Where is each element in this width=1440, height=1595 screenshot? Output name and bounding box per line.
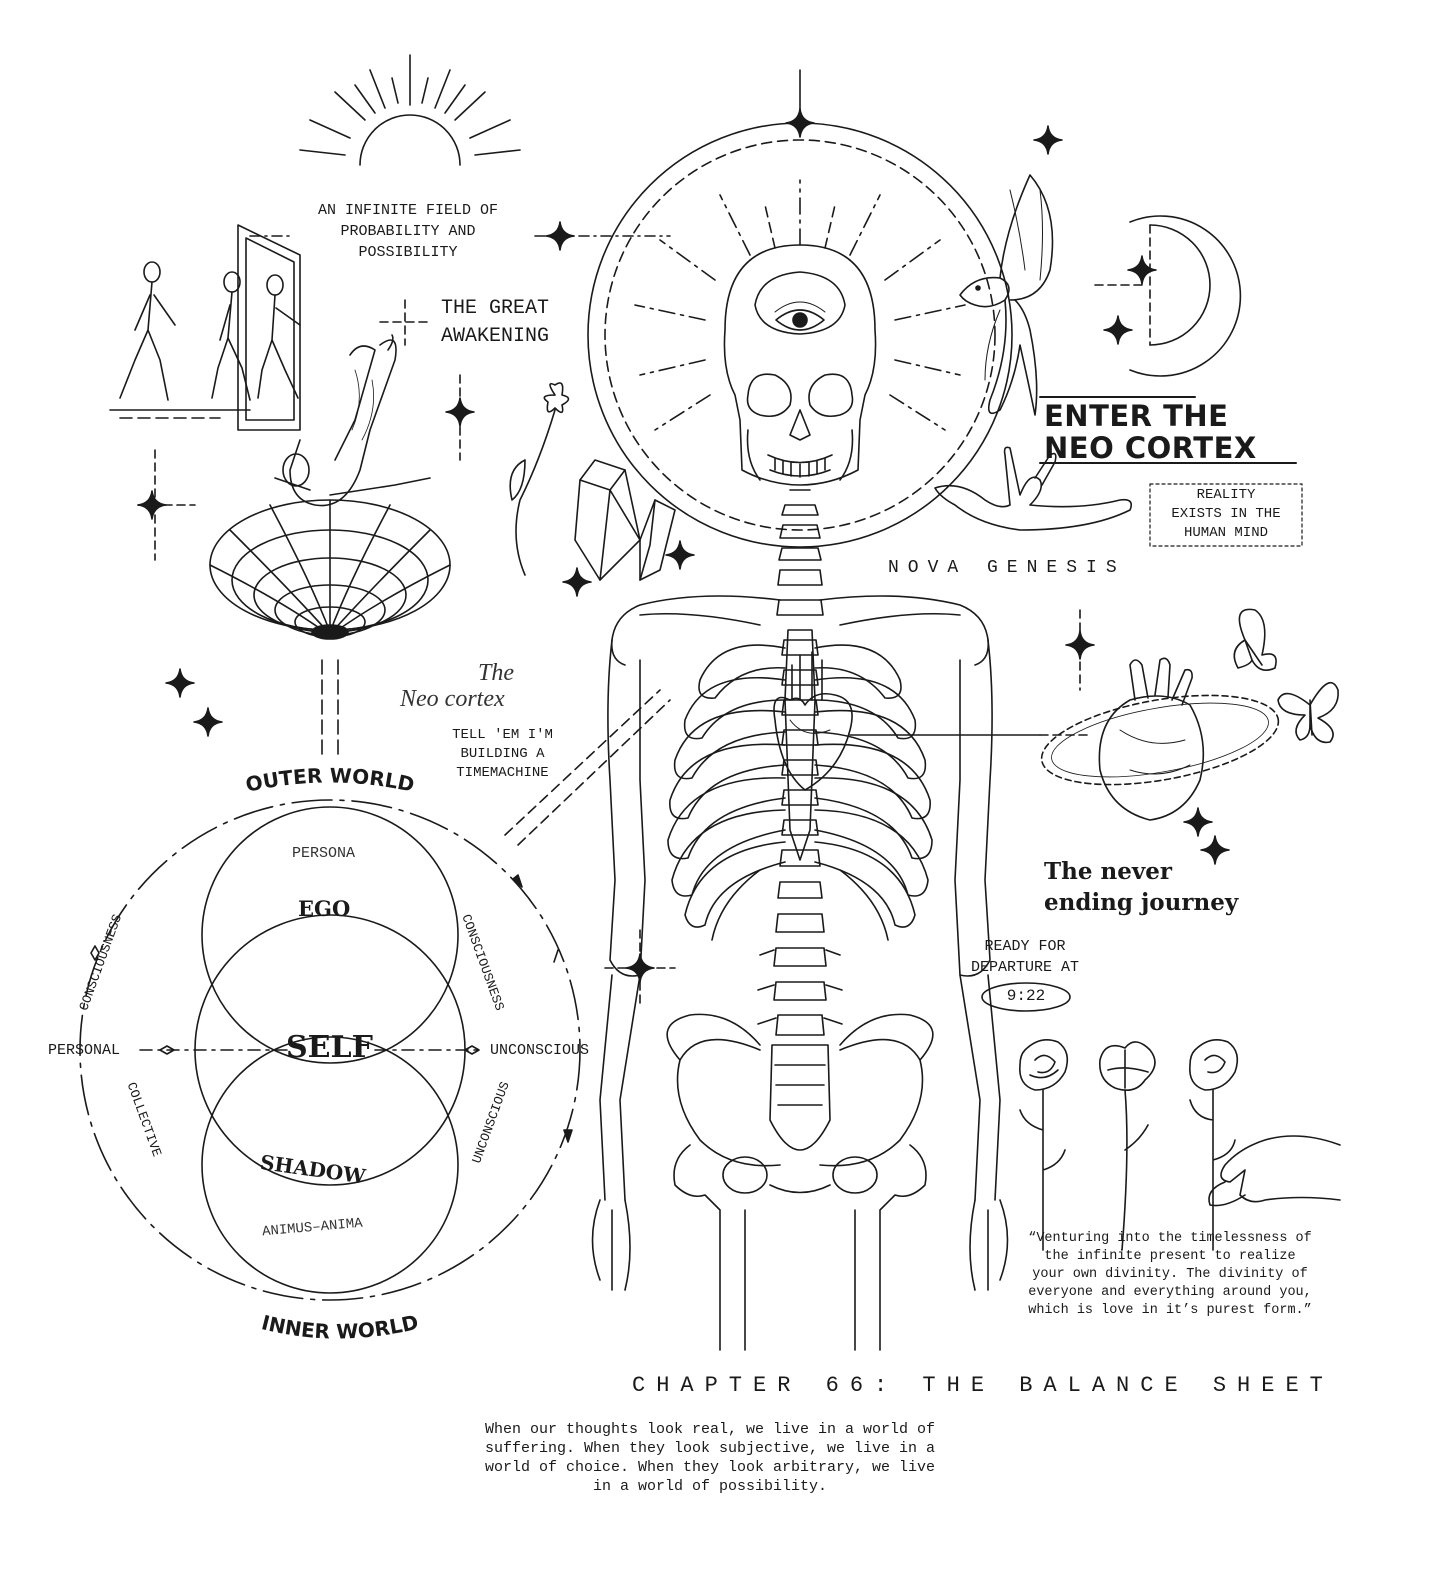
hand-icon (934, 446, 1133, 531)
self-label: SELF (286, 1030, 373, 1065)
great-awakening-text: THE GREAT AWAKENING (441, 295, 549, 351)
sparkle-icon (445, 397, 475, 427)
neo-cortex-script-line: The (478, 660, 514, 686)
bottom-paragraph-line: suffering. When they look subjective, we… (484, 1440, 936, 1457)
anatomical-heart-icon (1040, 657, 1280, 821)
nova-genesis-text: NOVA GENESIS (888, 558, 1126, 578)
ego-label: EGO (298, 896, 351, 921)
chapter-title: CHAPTER 66: THE BALANCE SHEET (632, 1373, 1334, 1398)
timemachine-line: TIMEMACHINE (456, 765, 549, 781)
ribcage-icon (667, 644, 933, 941)
sparkle-icon (665, 540, 695, 570)
sparkle-icon (1127, 255, 1157, 285)
never-ending-journey-text: The never ending journey (1044, 856, 1238, 918)
swallow-bird-icon (959, 174, 1054, 416)
ready-line: READY FOR (984, 938, 1066, 955)
bottom-paragraph-line: in a world of possibility. (592, 1478, 828, 1495)
bottom-paragraph-line: When our thoughts look real, we live in … (484, 1421, 936, 1438)
sparkle-icon (1103, 315, 1133, 345)
infinite-field-line: PROBABILITY AND (340, 223, 476, 240)
ready-line: DEPARTURE AT (970, 959, 1080, 976)
reality-line: HUMAN MIND (1183, 525, 1268, 541)
ready-for-departure-text: READY FOR DEPARTURE AT (950, 936, 1100, 978)
quote-line: the infinite present to realize (1044, 1249, 1296, 1264)
crystal-icon (574, 459, 676, 581)
hand-holding-icon (1208, 1135, 1341, 1207)
sparkle-icon (562, 567, 592, 597)
infinite-field-line: AN INFINITE FIELD OF (317, 202, 499, 219)
inner-world-label: INNER WORLD (259, 1310, 420, 1344)
walking-figures-icon (109, 224, 301, 431)
persona-label: PERSONA (292, 845, 356, 862)
quote-text: “Venturing into the timelessness of the … (1000, 1230, 1340, 1320)
pelvis-icon (591, 974, 1009, 1351)
quote-line: which is love in it’s purest form.” (1028, 1303, 1312, 1318)
sparkle-icon (165, 668, 195, 698)
psyche-diagram (79, 799, 581, 1301)
quote-line: “Venturing into the timelessness of (1028, 1231, 1312, 1246)
bottom-paragraph-line: world of choice. When they look arbitrar… (484, 1459, 936, 1476)
reality-text: REALITY EXISTS IN THE HUMAN MIND (1150, 486, 1302, 543)
quote-line: everyone and everything around you, (1028, 1285, 1312, 1300)
shoulders-icon (607, 595, 993, 977)
infinite-field-text: AN INFINITE FIELD OF PROBABILITY AND POS… (288, 200, 528, 263)
falling-figure-icon (274, 334, 431, 507)
halo-icon (587, 69, 1013, 548)
sun-rays-icon (299, 54, 521, 166)
flower-icon (509, 382, 570, 576)
quote-line: your own divinity. The divinity of (1032, 1267, 1308, 1282)
departure-time: 9:22 (1006, 987, 1046, 1005)
skull-icon (723, 244, 877, 486)
reality-line: EXISTS IN THE (1171, 506, 1281, 522)
timemachine-line: BUILDING A (460, 746, 545, 762)
outer-world-label: OUTER WORLD (243, 763, 416, 796)
rose-icon (1188, 1039, 1239, 1251)
infinite-field-line: POSSIBILITY (358, 244, 458, 261)
sparkle-icon (137, 490, 167, 520)
butterfly-icon (1277, 681, 1339, 744)
heart-small-icon (773, 651, 853, 791)
unconscious-label: UNCONSCIOUS (490, 1042, 590, 1059)
timemachine-line: TELL 'EM I'M (452, 727, 553, 743)
enter-neo-cortex-line: NEO CORTEX (1044, 431, 1257, 465)
timemachine-text: TELL 'EM I'M BUILDING A TIMEMACHINE (430, 726, 575, 783)
sparkle-icon (1183, 807, 1213, 837)
poppy-flower-icon (1098, 1041, 1156, 1251)
sparkle-icon (1065, 630, 1095, 660)
neo-cortex-script-line: Neo cortex (400, 686, 505, 712)
great-awakening-line: AWAKENING (441, 325, 550, 348)
reality-line: REALITY (1196, 487, 1256, 503)
vortex-icon (209, 499, 451, 640)
sparkle-icon (193, 707, 223, 737)
neo-cortex-script-text: The Neo cortex (400, 660, 514, 712)
never-ending-line: The never (1044, 858, 1172, 885)
moon-orbit-icon (1094, 215, 1242, 377)
bottom-paragraph: When our thoughts look real, we live in … (430, 1420, 990, 1496)
sparkle-icon (1033, 125, 1063, 155)
spine-icon (757, 489, 843, 1036)
great-awakening-line: THE GREAT (441, 297, 550, 320)
butterfly-icon (1233, 608, 1277, 671)
sparkle-icon (545, 221, 575, 251)
rose-icon (1018, 1039, 1069, 1251)
enter-neo-cortex-title: ENTER THE NEO CORTEX (1044, 400, 1257, 464)
personal-label: PERSONAL (48, 1042, 121, 1059)
never-ending-line: ending journey (1044, 889, 1239, 916)
enter-neo-cortex-line: ENTER THE (1044, 399, 1229, 433)
